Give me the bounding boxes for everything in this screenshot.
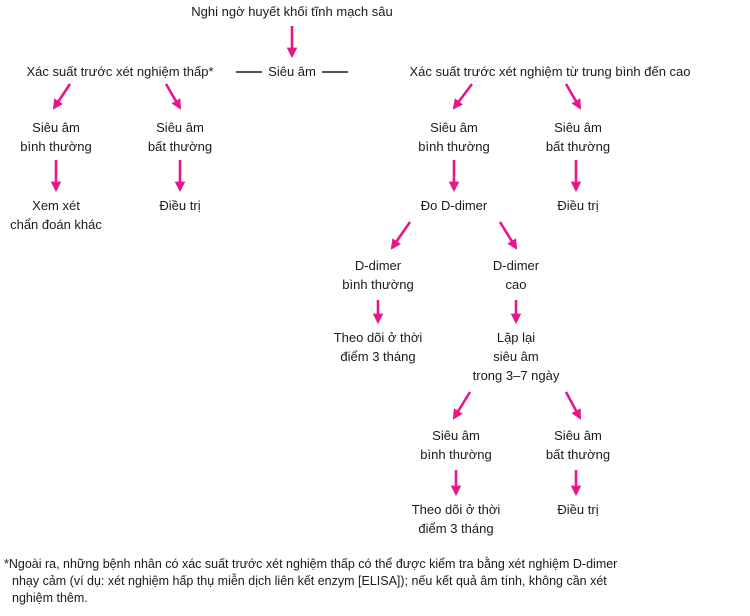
node-left-treat: Điều trị [159,198,201,213]
node-suspect-dvt: Nghi ngờ huyết khối tĩnh mạch sâu [191,4,393,19]
footnote-line: *Ngoài ra, những bệnh nhân có xác suất t… [4,557,618,571]
arrow-repeat-to-normal [452,391,472,420]
node-ddimer: Đo D-dimer [420,198,488,213]
footnote-line: nghiệm thêm. [12,591,88,605]
node-ultrasound: Siêu âm [268,64,316,79]
arrow-ddimer-to-normal [390,221,412,250]
arrow-left-header-to-abnormal [164,83,182,110]
node-right-header: Xác suất trước xét nghiệm từ trung bình … [409,64,691,79]
node-repeat-treat: Điều trị [557,502,599,517]
footnote: *Ngoài ra, những bệnh nhân có xác suất t… [4,556,744,607]
arrow-ddimer-to-high [498,221,518,250]
footnote-line: nhạy cảm (ví dụ: xét nghiệm hấp thụ miễn… [12,574,607,588]
arrow-right-header-to-abnormal [564,83,582,110]
node-left-header: Xác suất trước xét nghiệm thấp* [26,64,214,79]
node-right-treat: Điều trị [557,198,599,213]
arrow-left-header-to-normal [52,83,72,110]
arrow-right-header-to-normal [452,83,474,110]
arrow-repeat-to-abnormal [564,391,582,420]
